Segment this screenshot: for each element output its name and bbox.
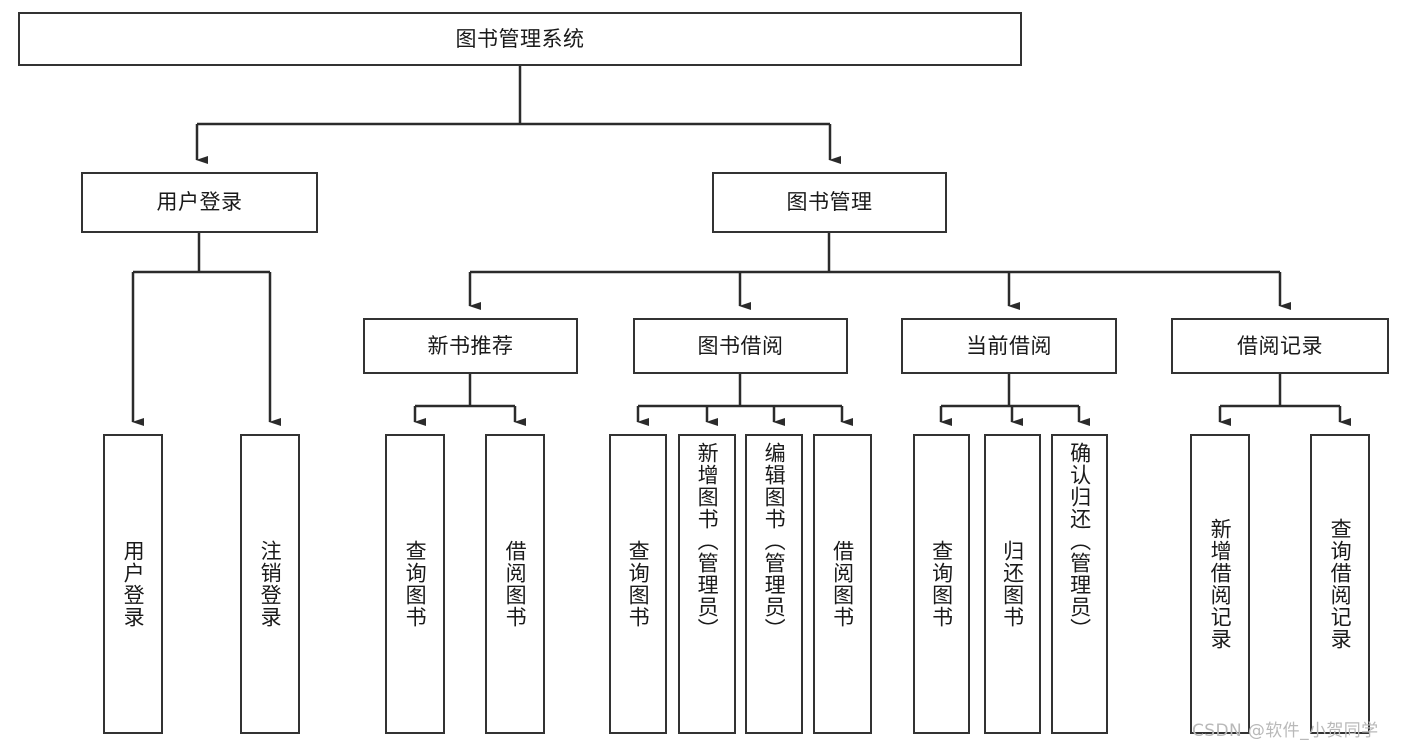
node-book-management-label: 图书管理 (786, 190, 873, 215)
node-user-login-label: 用户登录 (156, 190, 243, 215)
node-root-label: 图书管理系统 (455, 26, 585, 51)
leaf-confirm-return-admin-label: 确认归还（管理员） (1067, 442, 1092, 640)
leaf-user-login[interactable]: 用户登录 (103, 434, 163, 734)
node-current-borrow[interactable]: 当前借阅 (901, 318, 1117, 374)
node-book-management[interactable]: 图书管理 (712, 172, 947, 233)
leaf-logout-login-label: 注销登录 (258, 540, 283, 628)
node-user-login[interactable]: 用户登录 (81, 172, 318, 233)
leaf-query-book-recommend-label: 查询图书 (403, 540, 428, 628)
node-book-borrow[interactable]: 图书借阅 (633, 318, 848, 374)
leaf-confirm-return-admin[interactable]: 确认归还（管理员） (1051, 434, 1108, 734)
leaf-borrow-book-label: 借阅图书 (830, 540, 855, 628)
leaf-query-book-borrow[interactable]: 查询图书 (609, 434, 667, 734)
leaf-edit-book-admin-label: 编辑图书（管理员） (762, 442, 787, 640)
leaf-logout-login[interactable]: 注销登录 (240, 434, 300, 734)
leaf-return-book[interactable]: 归还图书 (984, 434, 1041, 734)
leaf-borrow-book-recommend-label: 借阅图书 (503, 540, 528, 628)
node-book-borrow-label: 图书借阅 (697, 333, 784, 358)
leaf-query-book-borrow-label: 查询图书 (626, 540, 651, 628)
leaf-query-borrow-record-label: 查询借阅记录 (1328, 518, 1353, 650)
node-borrow-record[interactable]: 借阅记录 (1171, 318, 1389, 374)
leaf-borrow-book-recommend[interactable]: 借阅图书 (485, 434, 545, 734)
leaf-add-book-admin[interactable]: 新增图书（管理员） (678, 434, 736, 734)
leaf-query-borrow-record[interactable]: 查询借阅记录 (1310, 434, 1370, 734)
csdn-watermark: CSDN @软件_小贺同学 (1192, 721, 1379, 741)
leaf-user-login-label: 用户登录 (121, 540, 146, 628)
leaf-query-book-current[interactable]: 查询图书 (913, 434, 970, 734)
leaf-add-borrow-record[interactable]: 新增借阅记录 (1190, 434, 1250, 734)
leaf-return-book-label: 归还图书 (1000, 540, 1025, 628)
node-borrow-record-label: 借阅记录 (1237, 333, 1323, 358)
node-current-borrow-label: 当前借阅 (966, 333, 1052, 358)
node-new-book-recommend-label: 新书推荐 (427, 333, 514, 358)
leaf-add-book-admin-label: 新增图书（管理员） (695, 442, 720, 640)
leaf-query-book-current-label: 查询图书 (929, 540, 954, 628)
leaf-add-borrow-record-label: 新增借阅记录 (1208, 518, 1233, 650)
leaf-query-book-recommend[interactable]: 查询图书 (385, 434, 445, 734)
leaf-edit-book-admin[interactable]: 编辑图书（管理员） (745, 434, 803, 734)
node-root[interactable]: 图书管理系统 (18, 12, 1022, 66)
node-new-book-recommend[interactable]: 新书推荐 (363, 318, 578, 374)
leaf-borrow-book[interactable]: 借阅图书 (813, 434, 872, 734)
